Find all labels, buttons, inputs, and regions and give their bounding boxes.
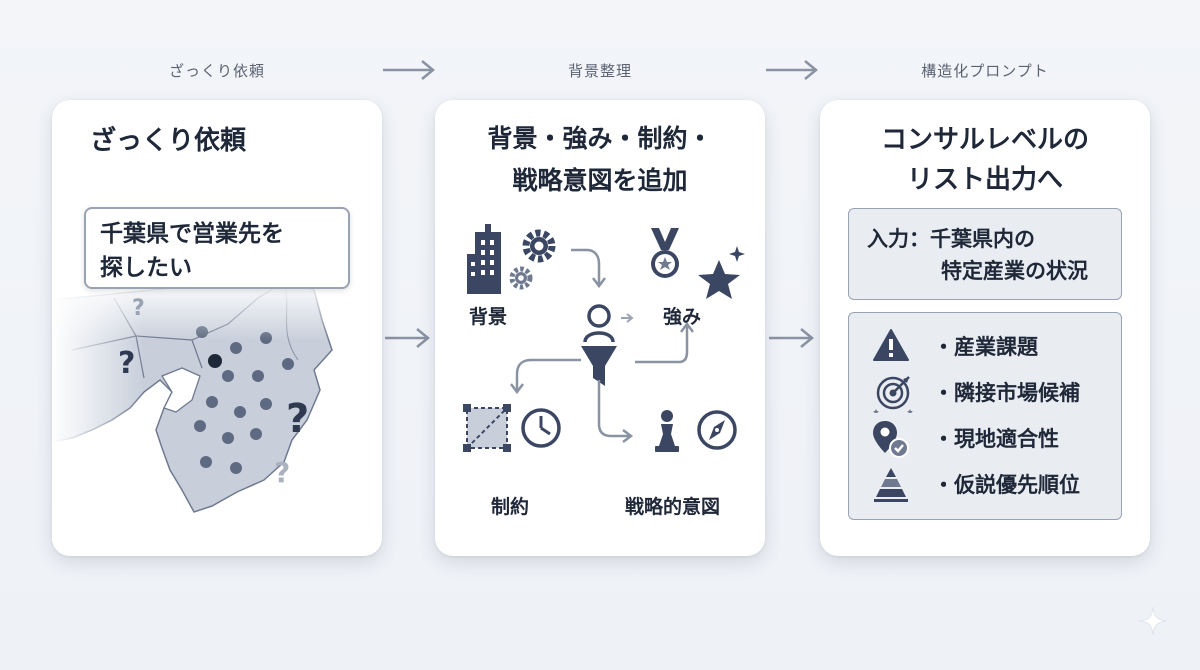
request-bubble: 千葉県で営業先を 探したい (84, 207, 350, 289)
building-icon (467, 224, 501, 294)
stage-label-rough-request: ざっくり依頼 (168, 62, 265, 80)
compass-icon (697, 410, 737, 450)
sparkle-icon (1138, 606, 1168, 636)
question-mark: ? (286, 396, 310, 442)
output-label: ・産業課題 (933, 335, 1038, 359)
output-label: ・現地適合性 (933, 427, 1059, 451)
input-summary-box: 入力：千葉県内の 特定産業の状況 (848, 208, 1122, 300)
target-icon (873, 376, 913, 413)
output-label: ・隣接市場候補 (933, 381, 1080, 405)
gear-icon (509, 266, 533, 290)
output-item-hypothesis-priority: ・仮説優先順位 (871, 465, 1111, 505)
map-pin-check-icon (873, 421, 909, 458)
mid-flow-arrow-2 (769, 328, 814, 348)
card3-title-line-2: リスト出力へ (906, 165, 1063, 195)
gear-icon (522, 229, 556, 263)
request-line-1: 千葉県で営業先を (100, 221, 284, 247)
output-label: ・仮説優先順位 (933, 473, 1080, 497)
constraint-frame-icon (463, 404, 511, 452)
label-background: 背景 (469, 306, 508, 328)
chess-piece-icon (655, 410, 679, 452)
funnel-icon (581, 304, 634, 386)
sparkle-icon (729, 246, 745, 262)
card2-title-line-2: 戦略意図を追加 (512, 166, 688, 195)
question-mark: ? (274, 456, 291, 489)
stage-label-structured-prompt: 構造化プロンプト (921, 62, 1049, 80)
chiba-map-illustration (52, 280, 382, 556)
card1-title: ざっくり依頼 (90, 126, 247, 156)
request-line-2: 探したい (100, 255, 192, 281)
top-flow-arrow-2 (766, 60, 818, 80)
question-mark: ? (132, 296, 145, 321)
clock-icon (521, 408, 561, 448)
input-line-1: 入力：千葉県内の (867, 227, 1035, 251)
input-line-2: 特定産業の状況 (941, 259, 1088, 283)
output-item-adjacent-markets: ・隣接市場候補 (871, 373, 1111, 413)
star-icon (698, 260, 740, 299)
pyramid-icon (874, 468, 908, 502)
label-constraint: 制約 (491, 496, 530, 518)
medal-icon (651, 228, 679, 278)
consulting-output-card: コンサルレベルの リスト出力へ 入力：千葉県内の 特定産業の状況 ・産業課題 (820, 100, 1150, 556)
context-diagram (463, 224, 745, 452)
top-flow-arrow-1 (383, 60, 435, 80)
output-list-box: ・産業課題 ・隣接市場候補 ・現地適合 (848, 312, 1122, 520)
stage-label-background-organize: 背景整理 (567, 62, 632, 80)
label-strategic-intent: 戦略的意図 (625, 496, 721, 518)
card3-title-line-1: コンサルレベルの (880, 125, 1089, 155)
label-strength: 強み (663, 306, 702, 328)
mid-flow-arrow-1 (385, 328, 430, 348)
warning-icon (873, 329, 909, 361)
output-item-local-fit: ・現地適合性 (871, 419, 1111, 459)
add-context-card: 背景・強み・制約・ 戦略意図を追加 (435, 100, 765, 556)
output-item-industry-issues: ・産業課題 (871, 327, 1111, 367)
card2-title: 背景・強み・制約・ 戦略意図を追加 (435, 118, 765, 202)
card3-title: コンサルレベルの リスト出力へ (820, 120, 1150, 200)
question-mark: ? (118, 346, 136, 381)
card2-title-line-1: 背景・強み・制約・ (487, 124, 713, 153)
rough-request-card: ざっくり依頼 (52, 100, 382, 556)
